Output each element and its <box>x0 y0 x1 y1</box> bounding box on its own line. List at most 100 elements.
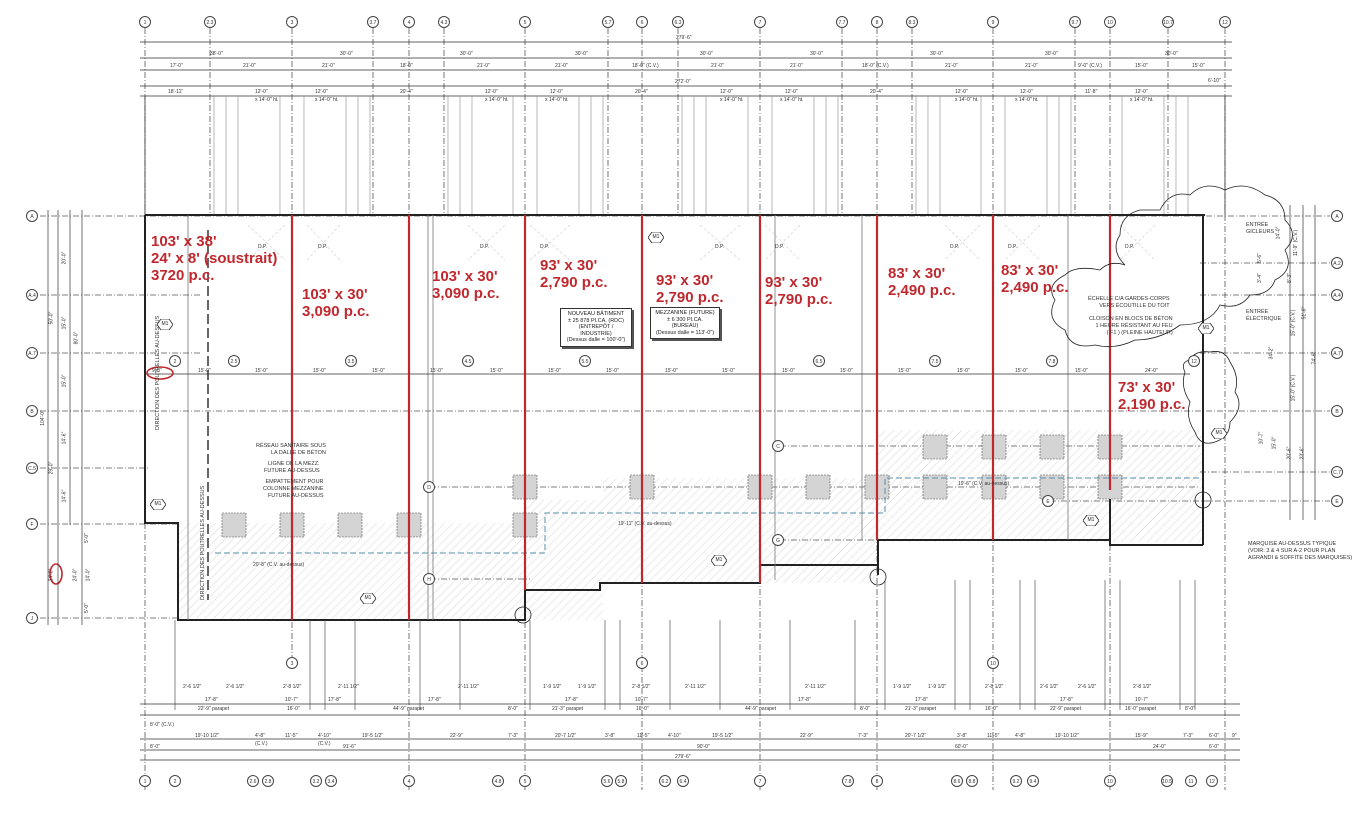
note-line: AGRANDI & SOFFITE DES MARQUISES) <box>1248 555 1353 561</box>
dp-label: D.P. <box>258 244 268 250</box>
grid-bubble-bottom: 10 <box>1104 775 1116 787</box>
tag-text: M1 <box>161 321 169 327</box>
note-line: LIGNE DE LA MEZZ. <box>267 461 320 467</box>
dim-bottom: 7'-3" <box>1183 733 1193 739</box>
dim-top: 12'-0" <box>720 89 733 95</box>
grid-bubble-top: 6 <box>636 16 648 28</box>
dim-bottom: 19'-5 1/2" <box>712 733 734 739</box>
grid-bubble-top: 12 <box>1219 16 1231 28</box>
grid-bubble-interior: 4.5 <box>462 355 474 367</box>
dim-bottom: 20'-7 1/2" <box>555 733 577 739</box>
grid-bubble-interior: C <box>772 440 784 452</box>
dim-bottom: 1'-9 1/2" <box>578 684 597 690</box>
area-dimensions: 73' x 30' <box>1118 379 1176 396</box>
dim-left: 20'-0" <box>61 251 68 265</box>
dim-bottom: 6'-0" <box>1209 744 1219 750</box>
grid-bubble-right: A <box>1331 210 1343 222</box>
grid-bubble-interior: E <box>1042 495 1054 507</box>
area-dimensions: 93' x 30' <box>540 257 598 274</box>
area-label-unit-5: 93' x 30' 2,790 p.c. <box>656 272 724 306</box>
grid-bubble-interior: 7.5 <box>929 355 941 367</box>
area-square-feet: 3,090 p.c. <box>432 285 500 302</box>
grid-bubble-left: J <box>26 612 38 624</box>
dim-top: 20'-4" <box>635 89 648 95</box>
tag-line: (ENTREPÔT / INDUSTRIE) <box>578 324 614 337</box>
grid-bubble-right: A.7 <box>1331 347 1343 359</box>
dim-row: 15'-0" <box>665 368 678 374</box>
dim-top: 15'-0" <box>1135 63 1148 69</box>
tag-text: M1 <box>1087 517 1095 523</box>
grid-bubble-right: A.4 <box>1331 289 1343 301</box>
tag-line: (Dessus dalle = 100'-0") <box>566 337 626 343</box>
dim-parapet: 22'-9" parapet <box>1050 706 1082 712</box>
note-line: ÉLECTRIQUE <box>1246 316 1282 322</box>
note-line: 1 HEURE RÉSISTANT AU FEU <box>1095 323 1173 329</box>
dim-bottom: (C.V.) <box>318 741 331 747</box>
dim-bottom: 19'-10 1/2" <box>1055 733 1079 739</box>
door-height-note: x 14'-0" ht. <box>1015 97 1039 103</box>
dim-bottom: 19'-5 1/2" <box>362 733 384 739</box>
dp-label: D.P. <box>1125 244 1135 250</box>
door-height-note: x 14'-0" ht. <box>255 97 279 103</box>
grid-bubble-bottom: 7.8 <box>842 775 854 787</box>
dim-row: 15'-0" <box>313 368 326 374</box>
grid-bubble-bottom: 1 <box>139 775 151 787</box>
dim-top: 21'-0" <box>322 63 335 69</box>
dim-bottom: 1'-9 1/2" <box>893 684 912 690</box>
dim-bottom: (C.V.) <box>255 741 268 747</box>
dim-top: 12'-0" <box>485 89 498 95</box>
wall-type-tag-icon: M1 <box>1083 515 1099 526</box>
tag-text: M1 <box>154 501 162 507</box>
tag-line: MEZZANINE (FUTURE) <box>655 310 715 316</box>
grid-bubble-bottom: 8.6 <box>951 775 963 787</box>
dim-top: 12'-0" <box>1020 89 1033 95</box>
dim-bottom: 22'-9" <box>800 733 813 739</box>
area-label-unit-7: 83' x 30' 2,490 p.c. <box>888 265 956 299</box>
dim-bottom: 15'-9" <box>1135 733 1148 739</box>
wall-type-tag-icon: M1 <box>1211 428 1227 439</box>
dim-top: 12'-0" <box>550 89 563 95</box>
dim-right: 23'-6" <box>1299 446 1306 460</box>
dim-bottom: 7'-3" <box>508 733 518 739</box>
dim-bottom: 2'-6 1/2" <box>1078 684 1097 690</box>
tag-text: M1 <box>364 595 372 601</box>
area-dimensions: 103' x 30' <box>302 286 368 303</box>
dim-row: 15'-0" <box>1015 368 1028 374</box>
grid-bubble-top: 5.7 <box>602 16 614 28</box>
dim-bottom: 11'-5" <box>987 733 1000 739</box>
grid-bubble-left: A.7 <box>26 347 38 359</box>
dp-label: D.P. <box>318 244 328 250</box>
grid-bubble-right: E <box>1331 495 1343 507</box>
grid-bubble-top: 7.7 <box>836 16 848 28</box>
dim-right: 14'-0" <box>1275 226 1282 240</box>
dim-circled: 24'-0" <box>48 568 55 582</box>
grid-bubble-interior: 6.5 <box>813 355 825 367</box>
dim-top: 12'-0" <box>955 89 968 95</box>
dim-bottom: 8'-0" <box>150 744 160 750</box>
dim-bottom: 2'-8 1/2" <box>985 684 1004 690</box>
grid-bubble-top: 10.7 <box>1162 16 1174 28</box>
area-square-feet: 2,790 p.c. <box>540 274 608 291</box>
grid-bubble-bottom: 2.8 <box>262 775 274 787</box>
wall-type-tag-icon: M1 <box>157 319 173 330</box>
dim-row: 15'-0" <box>548 368 561 374</box>
dim-bottom: 16'-0" <box>985 706 998 712</box>
area-square-feet: 2,490 p.c. <box>888 282 956 299</box>
grid-bubble-bottom: 6.2 <box>659 775 671 787</box>
grid-bubble-top: 6.3 <box>672 16 684 28</box>
dim-parapet: 21'-3" parapet <box>905 706 937 712</box>
dim-bottom: 4'-8" <box>255 733 265 739</box>
tag-line: (Dessus dalle = 113'-0") <box>655 329 715 336</box>
wall-type-tag-icon: M1 <box>150 499 166 510</box>
dim-top: 17'-0" <box>170 63 183 69</box>
grid-bubble-top: 1 <box>139 16 151 28</box>
grid-bubble-bottom: 7 <box>754 775 766 787</box>
dim-bottom: 17'-8" <box>428 697 441 703</box>
dim-overall-top-2: 272'-0" <box>675 79 691 85</box>
note-line: (VOIR: 3 & 4 SUR A-2 POUR PLAN <box>1248 548 1336 554</box>
grid-bubble-bottom: 2 <box>169 775 181 787</box>
dim-bottom: 16'-0" <box>287 706 300 712</box>
dim-top: 12'-0" <box>255 89 268 95</box>
note-canopy: MARQUISE AU-DESSUS TYPIQUE (VOIR: 3 & 4 … <box>1248 541 1352 562</box>
